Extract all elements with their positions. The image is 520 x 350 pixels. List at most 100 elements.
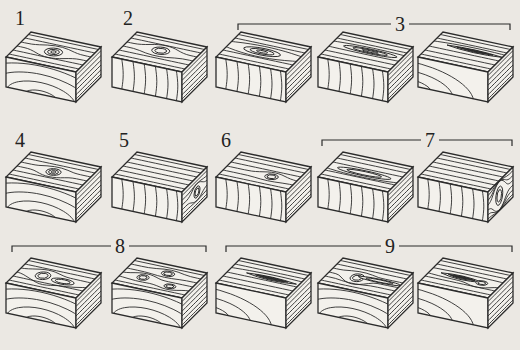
knot-ring xyxy=(54,278,72,284)
knot-ring xyxy=(50,50,57,53)
spike-knot xyxy=(445,44,503,58)
grain-line xyxy=(330,39,408,57)
block-edge xyxy=(6,177,76,222)
block-face xyxy=(318,177,388,222)
spike-knot xyxy=(245,272,298,286)
wood-block xyxy=(213,31,315,103)
annual-ring xyxy=(271,189,272,219)
grain-line xyxy=(120,165,197,182)
group-bracket xyxy=(12,246,206,252)
grain-line xyxy=(182,299,207,327)
annual-ring xyxy=(418,75,432,93)
grain-line xyxy=(286,299,311,327)
block-face xyxy=(181,46,209,104)
grain-line xyxy=(76,299,101,327)
block-edge xyxy=(182,273,207,328)
block-edge xyxy=(6,283,76,328)
grain-line xyxy=(25,154,101,171)
annual-ring xyxy=(237,182,238,212)
knot-ring xyxy=(365,277,394,285)
callout-number: 6 xyxy=(217,130,235,150)
wood-block xyxy=(77,257,217,340)
callout-number: 5 xyxy=(115,130,133,150)
knot-ring xyxy=(149,46,172,56)
knot-ring xyxy=(153,47,168,54)
block-edge xyxy=(112,283,182,328)
grain-line xyxy=(426,165,503,182)
wood-block xyxy=(415,151,517,223)
grain-line xyxy=(388,193,413,221)
grain-line xyxy=(76,189,101,217)
annual-ring xyxy=(6,183,76,222)
grain-line xyxy=(337,260,413,277)
annual-ring xyxy=(361,66,362,96)
wood-block xyxy=(348,257,517,331)
spike-knot xyxy=(456,47,494,56)
annual-ring xyxy=(216,301,230,319)
knot-ring xyxy=(496,183,503,208)
knot-ring xyxy=(195,187,199,198)
block-face xyxy=(285,46,313,104)
knot-ring xyxy=(159,270,176,277)
annual-ring xyxy=(382,191,383,221)
annual-ring xyxy=(382,71,383,101)
annual-ring xyxy=(350,184,351,214)
block-face xyxy=(387,166,415,224)
annual-ring xyxy=(318,289,388,328)
annual-ring xyxy=(339,62,340,92)
annual-ring xyxy=(280,71,281,101)
block-edge xyxy=(388,47,413,102)
knot-ring xyxy=(46,49,61,56)
grain-line xyxy=(18,38,98,57)
knot-ring xyxy=(266,174,277,179)
block-face xyxy=(112,57,182,102)
block-edge xyxy=(418,283,488,328)
annual-ring xyxy=(328,179,329,209)
grain-line xyxy=(235,154,311,171)
grain-line xyxy=(488,73,513,101)
block-edge xyxy=(286,167,311,222)
block-face xyxy=(146,268,286,331)
knot-ring xyxy=(42,47,66,58)
block-edge xyxy=(216,57,286,102)
annual-ring xyxy=(482,191,483,221)
grain-line xyxy=(434,157,511,174)
annual-ring xyxy=(461,186,462,216)
wood-block xyxy=(109,151,211,223)
grain-line xyxy=(22,263,99,280)
grain-line xyxy=(182,73,207,101)
annual-ring xyxy=(216,283,272,328)
annual-ring xyxy=(428,179,429,209)
block-face xyxy=(75,166,103,224)
block-edge xyxy=(112,177,182,222)
knot-ring xyxy=(241,45,283,59)
block-edge xyxy=(216,283,286,328)
knot-ring xyxy=(138,275,149,280)
annual-ring xyxy=(280,191,281,221)
block-edge xyxy=(286,273,311,328)
grain-line xyxy=(223,271,300,288)
block-edge xyxy=(182,167,207,222)
annual-ring xyxy=(167,189,168,219)
callout-number: 8 xyxy=(111,236,129,256)
grain-line xyxy=(128,157,205,174)
grain-line xyxy=(18,159,97,178)
wood-block xyxy=(0,257,111,340)
knot-ring xyxy=(474,280,489,286)
grain-line xyxy=(286,193,311,221)
annual-ring xyxy=(418,283,474,328)
wood-block xyxy=(0,31,111,114)
knot-ring xyxy=(263,173,281,181)
grain-line xyxy=(434,263,511,280)
spike-knot xyxy=(254,274,289,283)
annual-ring xyxy=(350,64,351,94)
block-edge xyxy=(488,167,513,222)
annual-ring xyxy=(318,283,388,328)
knot-ring xyxy=(33,271,54,281)
grain-line xyxy=(76,295,101,323)
knot-ring xyxy=(342,44,399,59)
grain-line xyxy=(437,154,513,171)
grain-line xyxy=(182,69,207,97)
callout-number: 7 xyxy=(421,130,439,150)
